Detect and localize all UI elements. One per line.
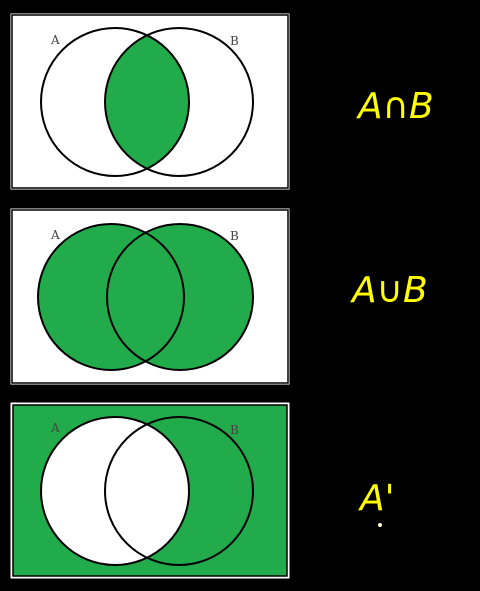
set-b-outline bbox=[104, 27, 254, 177]
set-b-label: B bbox=[230, 423, 239, 437]
set-b-outline bbox=[104, 416, 254, 566]
set-b-outline bbox=[106, 223, 254, 371]
set-a-outline bbox=[40, 27, 190, 177]
set-b-label: B bbox=[230, 229, 239, 243]
complement-note: A' bbox=[358, 478, 395, 519]
panel-intersection: A B bbox=[9, 12, 291, 191]
intersection-note: A∩B bbox=[356, 86, 434, 127]
set-b-region bbox=[107, 224, 253, 370]
set-a-outline bbox=[40, 416, 190, 566]
set-a-label: A bbox=[50, 421, 60, 435]
universal-set-border bbox=[11, 14, 289, 189]
universal-set-border bbox=[11, 209, 289, 384]
panel-union: A B bbox=[9, 207, 291, 386]
union-note: A∪B bbox=[350, 270, 428, 311]
set-a-outline bbox=[37, 223, 185, 371]
intersection-region bbox=[105, 28, 189, 176]
pointer-dot bbox=[378, 523, 382, 527]
set-a-region bbox=[41, 417, 189, 565]
set-b-label: B bbox=[230, 34, 239, 48]
set-a-label: A bbox=[50, 33, 60, 47]
set-a-label: A bbox=[50, 228, 60, 242]
panel-complement: A B bbox=[9, 401, 291, 580]
